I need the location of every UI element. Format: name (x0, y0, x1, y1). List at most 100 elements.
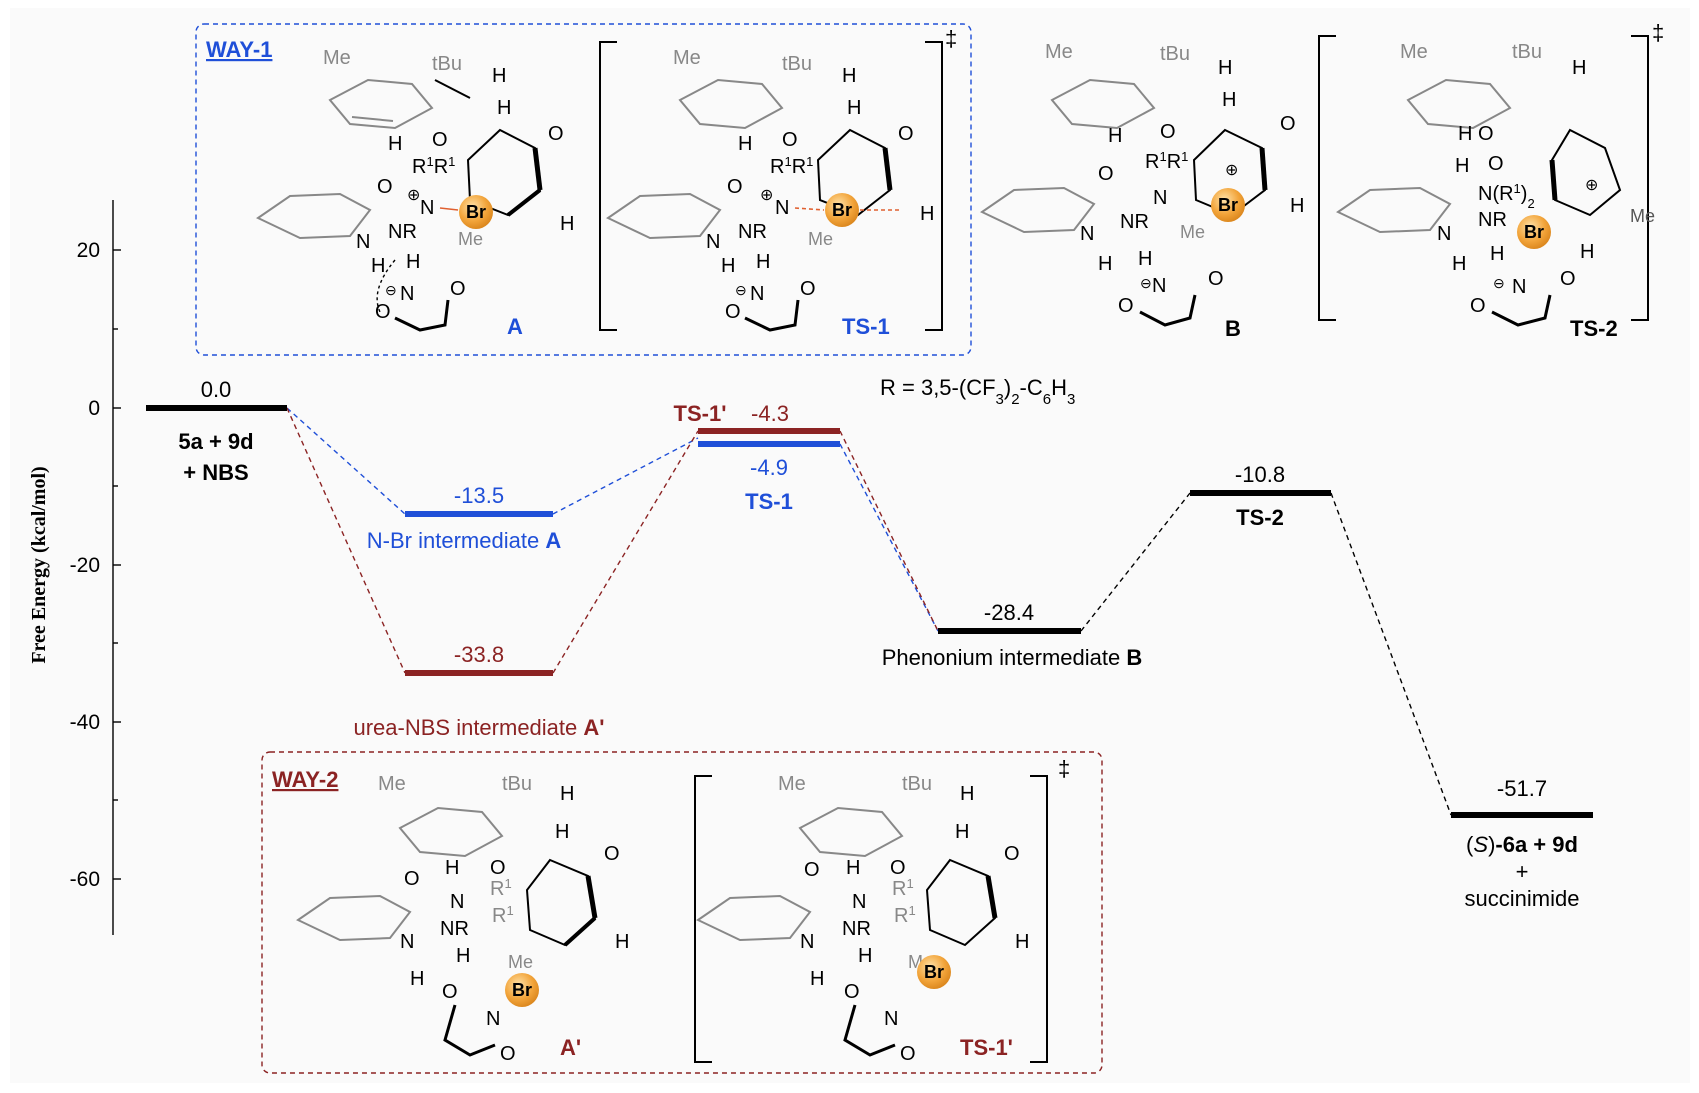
A-prime-energy: -33.8 (454, 642, 504, 667)
A-energy: -13.5 (454, 483, 504, 508)
svg-text:N: N (750, 283, 764, 305)
svg-text:tBu: tBu (782, 53, 812, 75)
ts1-prime-brackets (694, 775, 1048, 1063)
structure-A: Me tBu H O H H O H Me N H O R1R1 N ⊕ NR … (256, 47, 574, 332)
svg-text:H: H (846, 857, 860, 879)
svg-text:O: O (1470, 295, 1486, 317)
svg-text:NR: NR (1478, 209, 1507, 231)
svg-text:tBu: tBu (432, 53, 462, 75)
svg-text:H: H (445, 857, 459, 879)
structure-A-prime: Me tBu H O H H O H Me N H O N R1 R1 NR H… (296, 773, 629, 1065)
svg-text:O: O (1560, 268, 1576, 290)
structure-TS1-prime: Me tBu H O H H O H Me N H O N R1 R1 NR H… (696, 773, 1029, 1065)
svg-text:H: H (371, 255, 385, 277)
B-energy: -28.4 (984, 600, 1034, 625)
start-energy: 0.0 (201, 377, 232, 402)
svg-text:tBu: tBu (1160, 43, 1190, 65)
svg-text:O: O (450, 278, 466, 300)
svg-text:Me: Me (673, 47, 701, 69)
svg-text:H: H (497, 97, 511, 119)
svg-text:H: H (810, 968, 824, 990)
svg-text:N: N (1437, 223, 1451, 245)
svg-text:O: O (1098, 163, 1114, 185)
structure-TS2: ‡ Me tBu H O H H O ⊕ Me N H N(R1)2 NR H … (1318, 20, 1664, 341)
svg-text:NR: NR (388, 221, 417, 243)
svg-text:⊕: ⊕ (760, 187, 773, 204)
svg-text:H: H (1572, 57, 1586, 79)
svg-text:O: O (725, 301, 741, 323)
svg-text:R1R1: R1R1 (770, 154, 813, 179)
svg-text:H: H (492, 65, 506, 87)
ts1-brackets (599, 41, 943, 331)
svg-text:O: O (432, 129, 448, 151)
svg-text:H: H (560, 213, 574, 235)
svg-text:tBu: tBu (1512, 41, 1542, 63)
svg-text:H: H (615, 931, 629, 953)
svg-text:Me: Me (1630, 206, 1655, 226)
svg-text:⊕: ⊕ (1225, 162, 1238, 179)
svg-text:H: H (555, 821, 569, 843)
svg-text:N: N (1152, 275, 1166, 297)
svg-text:N: N (775, 197, 789, 219)
svg-text:H: H (1452, 253, 1466, 275)
y-axis (112, 200, 121, 935)
svg-text:Me: Me (1400, 41, 1428, 63)
svg-text:Me: Me (808, 229, 833, 249)
tick-label-neg60: -60 (70, 868, 100, 891)
svg-text:O: O (548, 123, 564, 145)
svg-text:NR: NR (738, 221, 767, 243)
svg-text:O: O (1160, 121, 1176, 143)
svg-text:⊖: ⊖ (735, 282, 747, 298)
svg-text:Me: Me (508, 952, 533, 972)
svg-text:N: N (420, 197, 434, 219)
svg-text:N: N (1080, 223, 1094, 245)
A-prime-label: urea-NBS intermediate A' (353, 715, 604, 740)
svg-text:⊕: ⊕ (407, 187, 420, 204)
way2-panel (261, 751, 1103, 1074)
svg-text:N: N (400, 283, 414, 305)
tick-label-0: 0 (88, 397, 100, 420)
svg-text:O: O (1478, 123, 1494, 145)
svg-text:O: O (490, 857, 506, 879)
product-label-2: + (1516, 859, 1529, 884)
svg-text:O: O (1004, 843, 1020, 865)
svg-text:H: H (1015, 931, 1029, 953)
tick-label-neg20: -20 (70, 554, 100, 577)
TS1-energy: -4.9 (750, 455, 788, 480)
svg-text:Me: Me (458, 229, 483, 249)
svg-text:O: O (898, 123, 914, 145)
svg-text:N: N (486, 1008, 500, 1030)
svg-text:H: H (721, 255, 735, 277)
svg-text:Me: Me (778, 773, 806, 795)
svg-text:H: H (406, 251, 420, 273)
way2-A-prime-label: A' (560, 1035, 581, 1060)
TS1-prime-label: TS-1' (674, 401, 727, 426)
start-label-1: 5a + 9d (178, 429, 253, 454)
way1-TS1-label: TS-1 (842, 314, 890, 339)
svg-text:H: H (388, 133, 402, 155)
svg-text:‡: ‡ (1652, 20, 1664, 45)
svg-text:H: H (1490, 243, 1504, 265)
way1-panel (195, 23, 972, 356)
svg-text:O: O (1118, 295, 1134, 317)
svg-text:H: H (738, 133, 752, 155)
svg-text:H: H (1580, 241, 1594, 263)
svg-text:N: N (884, 1008, 898, 1030)
svg-text:tBu: tBu (902, 773, 932, 795)
TS1-label: TS-1 (745, 489, 793, 514)
energy-levels (146, 405, 1593, 818)
svg-text:O: O (1488, 153, 1504, 175)
svg-text:Me: Me (1180, 222, 1205, 242)
tick-label-neg40: -40 (70, 711, 100, 734)
svg-text:N: N (356, 231, 370, 253)
svg-text:N: N (400, 931, 414, 953)
svg-text:Me: Me (323, 47, 351, 69)
svg-text:O: O (782, 129, 798, 151)
svg-text:H: H (1138, 248, 1152, 270)
TS2-energy: -10.8 (1235, 462, 1285, 487)
svg-text:NR: NR (842, 918, 871, 940)
TS2-label: TS-2 (1236, 505, 1284, 530)
svg-text:O: O (375, 301, 391, 323)
svg-text:O: O (500, 1043, 516, 1065)
svg-text:N: N (450, 891, 464, 913)
